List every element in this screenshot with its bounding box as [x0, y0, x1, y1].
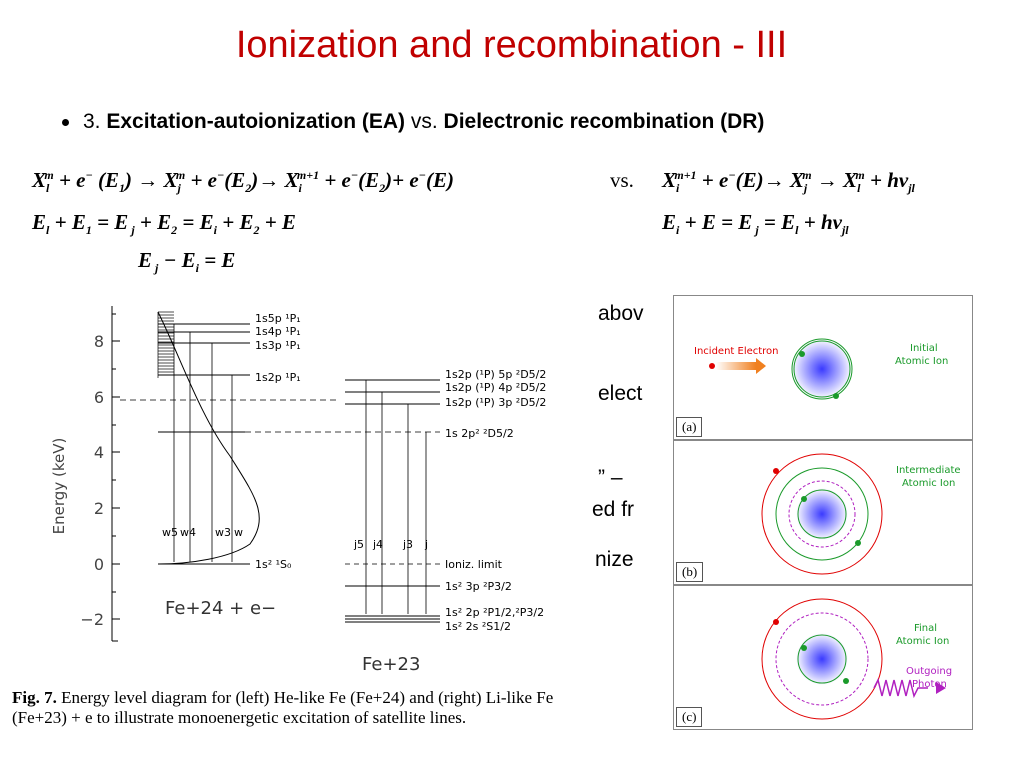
- occluded-text-2: elect: [598, 382, 643, 405]
- line-w: w: [234, 526, 243, 539]
- svg-text:Atomic Ion: Atomic Ion: [895, 356, 948, 367]
- slide-title: Ionization and recombination - III: [235, 24, 788, 66]
- svg-text:Atomic Ion: Atomic Ion: [896, 636, 949, 647]
- continuum-hatch: [157, 311, 174, 378]
- line-j: j: [424, 538, 428, 551]
- line-w5: w5: [162, 526, 178, 539]
- line-j5: j5: [353, 538, 364, 551]
- ytick-8: 8: [94, 332, 104, 351]
- ytick-6: 6: [94, 388, 104, 407]
- bullet-dot: [62, 118, 69, 126]
- occluded-text-4: ed fr: [592, 498, 635, 521]
- ea-energy-equation: El + E1 = E j + E2 = Ei + E2 + E: [32, 210, 296, 238]
- y-axis-label: Energy (keV): [50, 438, 68, 535]
- panel-c-diagram: Final Atomic Ion Outgoing Photon: [761, 598, 952, 720]
- bullet-dr: Dielectronic recombination (DR): [443, 110, 765, 133]
- bullet-number: 3.: [83, 110, 101, 133]
- panel-b-label: (b): [676, 562, 704, 582]
- line-j3: j3: [402, 538, 413, 551]
- occluded-text-3: ” –: [598, 466, 623, 489]
- svg-text:Incident Electron: Incident Electron: [694, 346, 779, 357]
- panel-c: Final Atomic Ion Outgoing Photon (c): [673, 585, 973, 730]
- svg-text:Atomic Ion: Atomic Ion: [902, 478, 955, 489]
- ytick-0: 0: [94, 555, 104, 574]
- dr-reaction-equation: Xim+1 + e−(E)→ Xjm → Xlm + hνjl: [662, 168, 915, 196]
- y-ticks: [112, 313, 120, 620]
- left-ion-label: Fe+24 + e−: [165, 598, 276, 619]
- dr-energy-equation: Ei + E = E j = El + hνjl: [662, 210, 849, 238]
- level-4p: 1s2p (¹P) 4p ²D5/2: [445, 381, 546, 394]
- bullet-point: 3. Excitation-autoionization (EA) vs. Di…: [62, 110, 764, 134]
- panel-b-diagram: Intermediate Atomic Ion: [761, 453, 961, 575]
- panel-a: Incident Electron Initial Atomic Ion (a): [673, 295, 973, 440]
- line-j4: j4: [372, 538, 383, 551]
- ea-reaction-equation: Xlm + e− (E1) → Xjm + e−(E2)→ Xim+1 + e−…: [32, 168, 454, 196]
- cross-section-curve: [157, 311, 260, 565]
- vs-label: vs.: [610, 168, 634, 192]
- bullet-vs: vs.: [410, 110, 438, 133]
- line-w4: w4: [180, 526, 196, 539]
- occluded-text-5: nize: [595, 548, 634, 571]
- level-1s2p: 1s2p ¹P₁: [255, 371, 301, 384]
- energy-level-diagram: 8 6 4 2 0 −2 Energy (keV) 1s5p ¹P₁ 1s4p …: [50, 306, 546, 675]
- figure-caption: Fig. 7. Energy level diagram for (left) …: [12, 688, 554, 727]
- svg-text:Outgoing: Outgoing: [906, 666, 952, 677]
- panel-a-label: (a): [676, 417, 703, 437]
- panel-a-diagram: Incident Electron Initial Atomic Ion: [694, 338, 948, 400]
- svg-text:Intermediate: Intermediate: [896, 465, 961, 476]
- level-1s22s: 1s² 2s ²S1/2: [445, 620, 511, 633]
- level-1s2p2: 1s 2p² ²D5/2: [445, 427, 514, 440]
- level-1s3p: 1s3p ¹P₁: [255, 339, 301, 352]
- ytick-2: 2: [94, 499, 104, 518]
- bullet-ea: Excitation-autoionization (EA): [106, 110, 406, 133]
- level-1s2: 1s² ¹S₀: [255, 558, 292, 571]
- level-ioniz: Ioniz. limit: [445, 558, 503, 571]
- level-1s4p: 1s4p ¹P₁: [255, 325, 301, 338]
- level-1s22p: 1s² 2p ²P1/2,²P3/2: [445, 606, 544, 619]
- level-1s5p: 1s5p ¹P₁: [255, 312, 301, 325]
- ea-difference-equation: E j − Ei = E: [138, 248, 236, 276]
- level-3p: 1s2p (¹P) 3p ²D5/2: [445, 396, 546, 409]
- panel-b: Intermediate Atomic Ion (b): [673, 440, 973, 585]
- right-ion-label: Fe+23: [362, 654, 420, 675]
- panel-c-label: (c): [676, 707, 703, 727]
- svg-text:Initial: Initial: [910, 343, 938, 354]
- occluded-text-1: abov: [598, 302, 644, 325]
- line-w3: w3: [215, 526, 231, 539]
- level-5p: 1s2p (¹P) 5p ²D5/2: [445, 368, 546, 381]
- ytick-4: 4: [94, 443, 104, 462]
- ytick-minus2: −2: [80, 610, 104, 629]
- svg-text:Final: Final: [914, 623, 937, 634]
- level-1s23p: 1s² 3p ²P3/2: [445, 580, 512, 593]
- svg-text:Photon: Photon: [912, 679, 947, 690]
